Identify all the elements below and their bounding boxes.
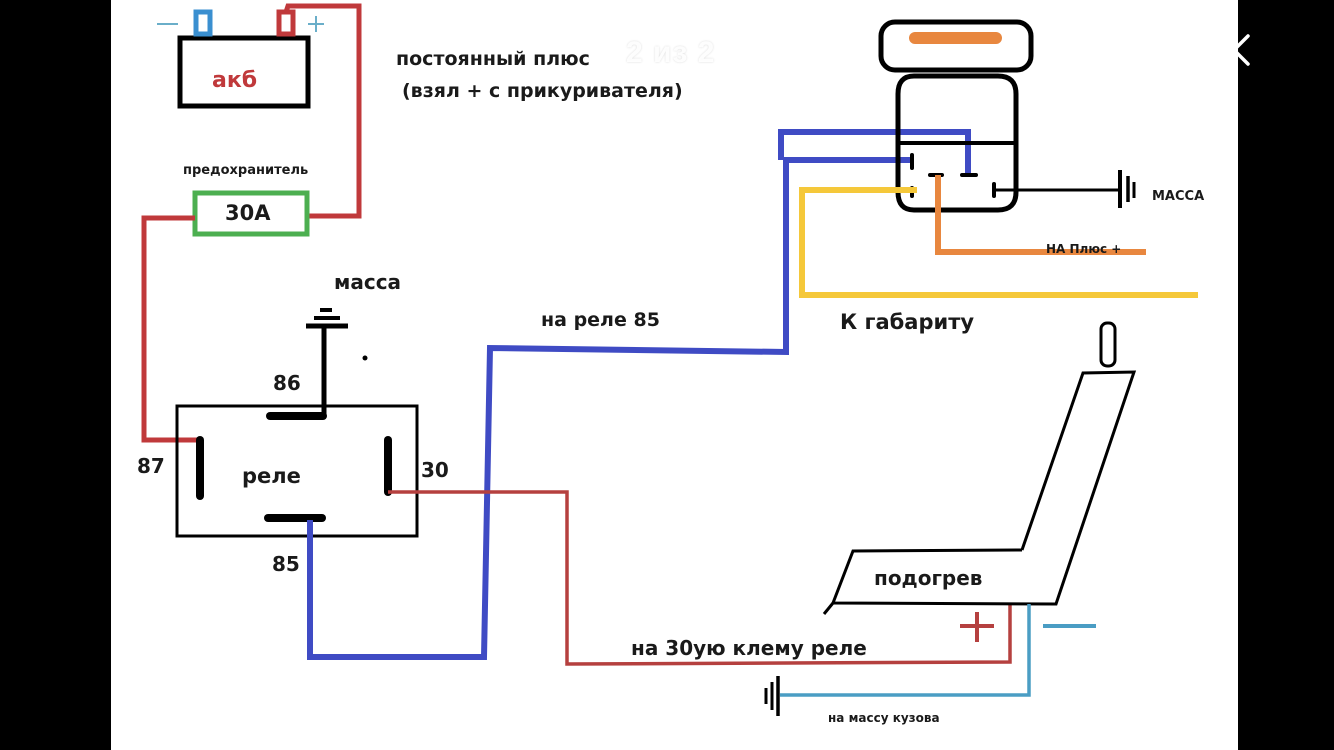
relay-pin-30-label: 30 [421, 458, 449, 482]
to-relay-85-label: на реле 85 [541, 309, 660, 331]
red-wire-relay-30-to-seat-plus [388, 490, 1012, 666]
seat-plus-sign [960, 612, 994, 642]
wiring-diagram [141, 3, 1198, 716]
button-contacts [910, 153, 996, 198]
button-housing [895, 73, 1019, 213]
fuse-caption: предохранитель [183, 163, 309, 178]
relay-pin-85-label: 85 [272, 552, 300, 576]
yellow-wire-to-marker-lights [799, 187, 1198, 298]
button-ground-label: МАССА [1152, 189, 1205, 204]
seat-heater-label: подогрев [874, 566, 983, 590]
back-button[interactable] [1222, 30, 1262, 70]
body-ground-symbol [764, 676, 780, 716]
fuse-rating: 30A [225, 201, 271, 225]
marker-lights-label: К габариту [840, 310, 975, 334]
button-cap [878, 19, 1034, 73]
battery-label: акб [212, 68, 258, 93]
battery-plus-terminal [276, 9, 296, 37]
orange-wire-to-plus [935, 175, 1146, 255]
seat-headrest [1099, 321, 1117, 368]
body-ground-label: на массу кузова [828, 711, 940, 725]
relay-pin-86-label: 86 [273, 371, 301, 395]
relay-ground-label: масса [334, 270, 402, 294]
page-counter: 2 из 2 [626, 36, 716, 69]
constant-plus-line1: постоянный плюс [396, 48, 590, 70]
seat-outline-tail [822, 602, 835, 615]
red-wire-fuse-to-relay-87 [141, 215, 198, 443]
battery-minus-terminal [193, 9, 213, 37]
blue-wire-button-loop [778, 129, 971, 175]
blue-wire-relay-85-to-button [307, 157, 910, 660]
red-wire-battery-to-fuse [283, 3, 362, 219]
stray-dot [362, 355, 368, 361]
relay-ground-symbol [306, 308, 348, 416]
battery-plus-sign [308, 16, 324, 32]
constant-plus-line2: (взял + с прикуривателя) [402, 80, 683, 102]
chevron-left-icon [1232, 34, 1250, 66]
to-relay-30-label: на 30ую клему реле [631, 636, 867, 660]
relay-body [175, 404, 419, 538]
relay-label: реле [242, 464, 301, 488]
relay-pin-87-label: 87 [137, 454, 165, 478]
diagram-canvas: акб предохранитель 30A постоянный плюс (… [111, 0, 1238, 750]
battery-body [177, 35, 311, 109]
fuse-box [192, 190, 310, 237]
lightblue-wire-seat-to-body-ground [780, 604, 1031, 697]
button-plus-label: НА Плюс + [1046, 242, 1122, 256]
button-ground-symbol [994, 170, 1136, 208]
seat-outline [830, 370, 1137, 606]
